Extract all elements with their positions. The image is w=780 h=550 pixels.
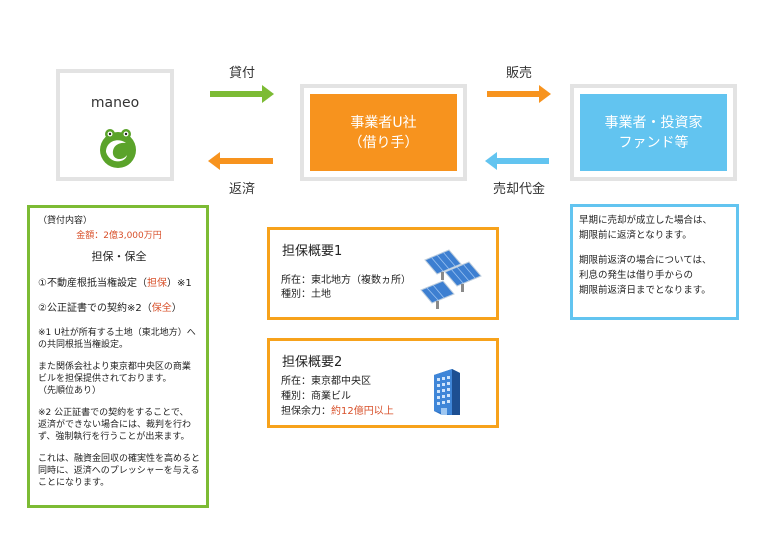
- item2-text: ②公正証書での契約※2（: [38, 303, 152, 314]
- note2-line: （先順位あり）: [38, 386, 102, 396]
- proceeds-label: 売却代金: [492, 182, 545, 197]
- borrower-name: 事業者U社: [350, 114, 417, 131]
- early-line-3: 期限前返済の場合については、: [579, 255, 712, 266]
- note3-line: ※2 公正証書での契約をすることで、: [38, 408, 189, 418]
- maneo-title: maneo: [90, 95, 140, 111]
- early-repayment-box: 早期に売却が成立した場合は、 期限前に返済となります。 期限前返済の場合について…: [570, 204, 739, 320]
- note3-line: ず、強制執行を行うことが出来ます。: [38, 432, 190, 442]
- borrower-role: （借り手）: [348, 134, 419, 151]
- collateral-2-box: 担保概要2 所在：東京都中央区 種別：商業ビル 担保余力：約12億円以上: [267, 338, 499, 428]
- collateral-1-location: 所在：東北地方（複数ヵ所）: [281, 275, 411, 286]
- note4-line: これは、融資金回収の確実性を高めると: [38, 454, 201, 464]
- solar-panel-icon: [420, 249, 482, 309]
- note4-line: ことになります。: [38, 478, 110, 488]
- proceeds-arrow: [485, 152, 549, 170]
- collateral-1-title: 担保概要1: [282, 244, 343, 259]
- early-line-1: 早期に売却が成立した場合は、: [579, 215, 713, 226]
- note-pressure: これは、融資金回収の確実性を高めると 同時に、返済へのプレッシャーを与える こと…: [38, 453, 200, 489]
- capacity-label: 担保余力：: [281, 406, 331, 417]
- early-line-2: 期限前に返済となります。: [579, 230, 692, 241]
- note1-line: の共同根抵当権設定。: [38, 340, 129, 350]
- item1-suffix: ）※1: [166, 278, 192, 289]
- note-related-company: また関係会社より東京都中央区の商業 ビルを担保提供されております。 （先順位あり…: [38, 361, 200, 397]
- office-building-icon: [434, 369, 460, 415]
- early-line-5: 期限前返済日までとなります。: [579, 285, 711, 296]
- investor-box: 事業者・投資家 ファンド等: [570, 84, 737, 181]
- note2-line: ビルを担保提供されております。: [38, 374, 172, 384]
- repay-arrow: [208, 152, 273, 170]
- flow-arrows: [208, 85, 551, 170]
- item2-highlight: 保全: [151, 303, 172, 314]
- collateral-1-box: 担保概要1 所在：東北地方（複数ヵ所） 種別：土地: [267, 227, 499, 320]
- note-1: ※1 U社が所有する土地（東北地方）へ の共同根抵当権設定。: [38, 327, 200, 351]
- item1-text: ①不動産根抵当権設定（: [38, 278, 147, 289]
- loan-details-box: （貸付内容） 金額：2億3,000万円 担保・保全 ①不動産根抵当権設定（担保）…: [27, 205, 209, 508]
- collateral-2-location: 所在：東京都中央区: [281, 376, 371, 387]
- spacer: [579, 243, 730, 253]
- collateral-2-title: 担保概要2: [282, 355, 343, 370]
- repay-label: 返済: [228, 182, 255, 197]
- loan-header: （貸付内容）: [38, 216, 93, 226]
- maneo-box: maneo: [56, 69, 174, 181]
- loan-amount: 金額：2億3,000万円: [76, 231, 162, 241]
- sell-label: 販売: [505, 66, 532, 81]
- collateral-2-type: 種別：商業ビル: [281, 391, 351, 402]
- borrower-company-box: 事業者U社 （借り手）: [300, 84, 467, 181]
- investor-fund: ファンド等: [618, 134, 689, 151]
- maneo-logo-icon: [100, 129, 136, 168]
- item1-highlight: 担保: [146, 278, 167, 289]
- collateral-heading: 担保・保全: [91, 250, 147, 263]
- collateral-2-capacity: 担保余力：約12億円以上: [281, 405, 394, 419]
- sell-arrow: [487, 85, 551, 103]
- early-line-4: 利息の発生は借り手からの: [579, 270, 694, 281]
- note4-line: 同時に、返済へのプレッシャーを与える: [38, 466, 200, 476]
- note1-line: ※1 U社が所有する土地（東北地方）へ: [38, 328, 196, 338]
- collateral-item-2: ②公正証書での契約※2（保全）: [38, 302, 200, 315]
- capacity-value: 約12億円以上: [331, 406, 394, 417]
- collateral-item-1: ①不動産根抵当権設定（担保）※1: [38, 277, 200, 290]
- note-2: ※2 公正証書での契約をすることで、 返済ができない場合には、裁判を行わ ず、強…: [38, 407, 200, 443]
- investor-name: 事業者・投資家: [604, 114, 703, 131]
- note3-line: 返済ができない場合には、裁判を行わ: [38, 420, 192, 430]
- lend-label: 貸付: [228, 66, 255, 81]
- note2-line: また関係会社より東京都中央区の商業: [38, 362, 191, 372]
- lend-arrow: [210, 85, 274, 103]
- item2-suffix: ）: [171, 303, 182, 314]
- collateral-1-type: 種別：土地: [281, 289, 331, 300]
